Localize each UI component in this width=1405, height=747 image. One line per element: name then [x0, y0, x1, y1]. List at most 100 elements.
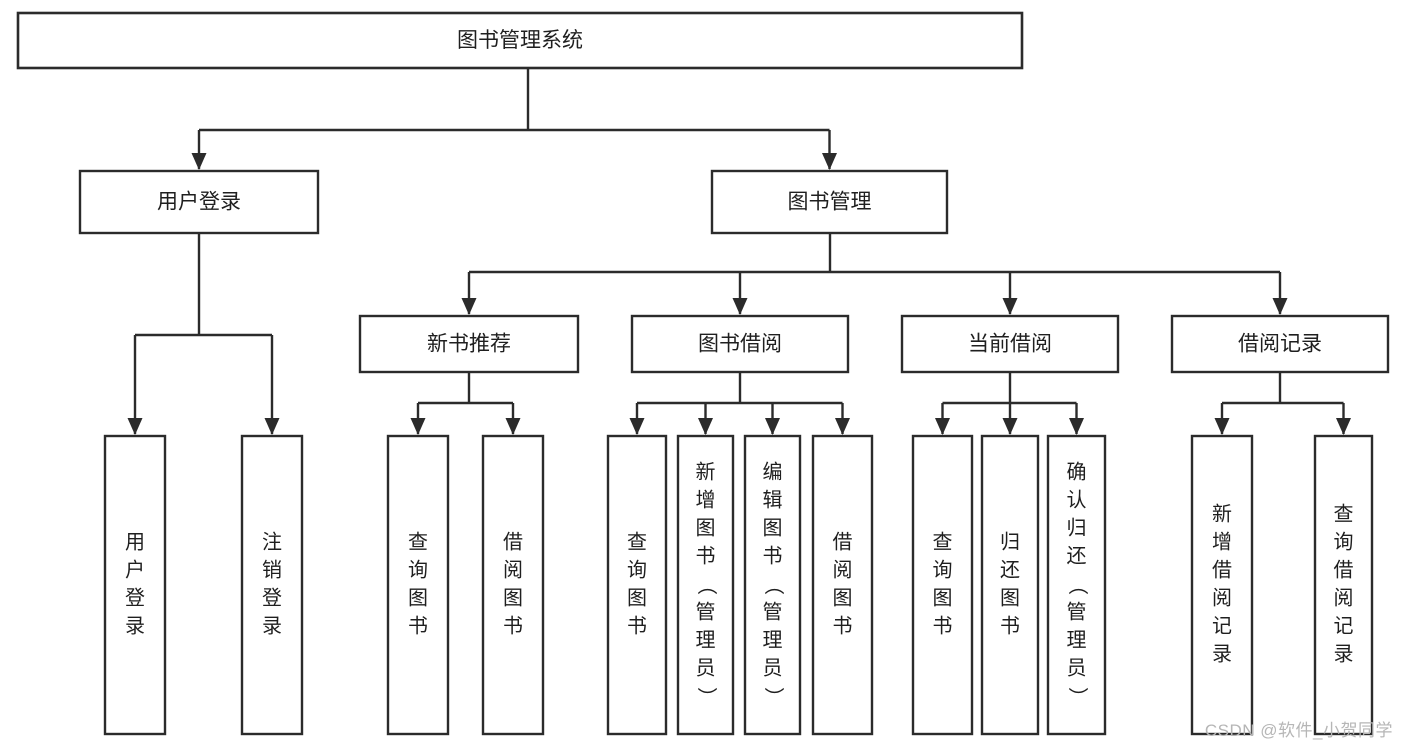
level2-node-book-borrow[interactable]: 图书借阅 [630, 314, 850, 374]
leaf-label-char: 录 [262, 615, 282, 637]
leaf-label-char: 书 [833, 614, 853, 637]
level2-node-label: 借阅记录 [1238, 333, 1322, 356]
arrow-head-icon [191, 153, 207, 170]
leaf-label-char: 登 [125, 586, 145, 609]
leaf-label-char: 阅 [833, 558, 853, 581]
root-node-rect [16, 11, 1024, 70]
arrow-head-icon [1002, 298, 1018, 315]
leaf-label-char: 记 [1212, 614, 1232, 637]
leaf-label-char: 编 [763, 460, 783, 483]
leaf-label-char: 查 [1334, 502, 1354, 525]
leaf-label-char: 管 [763, 600, 783, 623]
level2-node-current-borrow[interactable]: 当前借阅 [900, 314, 1120, 374]
leaf-label-char: 查 [627, 530, 647, 553]
leaf-label-char: （ [1066, 575, 1089, 595]
leaf-label-char: 员 [1067, 657, 1087, 679]
arrow-head-icon [505, 418, 521, 435]
leaf-label-char: 阅 [503, 558, 523, 581]
leaf-label-char: 图 [933, 587, 953, 609]
level2-node-borrow-record[interactable]: 借阅记录 [1170, 314, 1390, 374]
arrow-head-icon [127, 418, 143, 435]
leaf-label-char: 管 [1067, 600, 1087, 623]
leaf-node-rect [911, 434, 974, 736]
arrow-head-icon [1069, 418, 1084, 435]
arrow-head-icon [732, 298, 748, 315]
leaf-label-char: 注 [262, 530, 282, 553]
level1-node-user-login[interactable]: 用户登录 [78, 169, 320, 235]
leaf-node-label: 用户登录 [125, 531, 145, 637]
arrow-head-icon [1272, 298, 1288, 315]
leaf-label-char: 理 [1067, 629, 1087, 651]
root-node-undefined[interactable]: 图书管理系统 [16, 11, 1024, 70]
leaf-node-rect [240, 434, 304, 736]
leaf-label-char: 员 [696, 657, 716, 679]
leaf-label-char: 归 [1000, 530, 1020, 553]
leaf-label-char: 书 [1000, 614, 1020, 637]
arrow-head-icon [264, 418, 280, 435]
level2-node-new-book-recommend[interactable]: 新书推荐 [358, 314, 580, 374]
arrow-head-icon [822, 153, 837, 170]
level1-node-book-manage[interactable]: 图书管理 [710, 169, 949, 235]
leaf-label-char: ） [1066, 687, 1089, 707]
leaf-label-char: （ [762, 575, 785, 595]
leaf-node-rect [1313, 434, 1374, 736]
leaf-label-char: 阅 [1334, 586, 1354, 609]
level2-node-label: 图书借阅 [698, 333, 782, 356]
leaf-label-char: 归 [1067, 516, 1087, 539]
leaf-label-char: 户 [125, 558, 145, 581]
level1-node-rect [710, 169, 949, 235]
leaf-label-char: 图 [627, 587, 647, 609]
level2-node-rect [358, 314, 580, 374]
leaf-node-leaf-user-login[interactable]: 用户登录 [103, 434, 167, 736]
leaf-label-char: 员 [763, 657, 783, 679]
arrow-head-icon [410, 418, 426, 435]
leaf-node-rect [103, 434, 167, 736]
leaf-label-char: ） [762, 687, 785, 707]
leaf-label-char: 增 [1212, 530, 1232, 553]
leaf-label-char: 图 [763, 517, 783, 539]
leaf-label-char: 询 [408, 558, 428, 581]
arrow-head-icon [698, 418, 713, 435]
leaf-label-char: ） [695, 687, 718, 707]
arrow-head-icon [835, 418, 850, 435]
leaf-label-char: 查 [408, 530, 428, 553]
connector-layer [127, 68, 1351, 435]
leaf-label-char: 书 [763, 544, 783, 567]
leaf-label-char: 书 [503, 614, 523, 637]
arrow-head-icon [935, 418, 950, 435]
leaf-label-char: 图 [833, 587, 853, 609]
leaf-node-rect [743, 434, 802, 736]
level2-node-label: 新书推荐 [427, 333, 511, 356]
leaf-label-char: 确 [1067, 460, 1087, 483]
leaf-label-char: 借 [833, 530, 853, 553]
leaf-label-char: 图 [696, 517, 716, 539]
leaf-node-rect [980, 434, 1040, 736]
leaf-label-char: 书 [408, 614, 428, 637]
level1-node-rect [78, 169, 320, 235]
leaf-node-rect [1046, 434, 1107, 736]
node-layer: 图书管理系统用户登录图书管理新书推荐图书借阅当前借阅借阅记录用户登录注销登录查询… [16, 11, 1390, 736]
level2-node-label: 当前借阅 [968, 333, 1052, 356]
leaf-label-char: 还 [1067, 544, 1087, 567]
leaf-label-char: 录 [125, 615, 145, 637]
leaf-label-char: （ [695, 575, 718, 595]
